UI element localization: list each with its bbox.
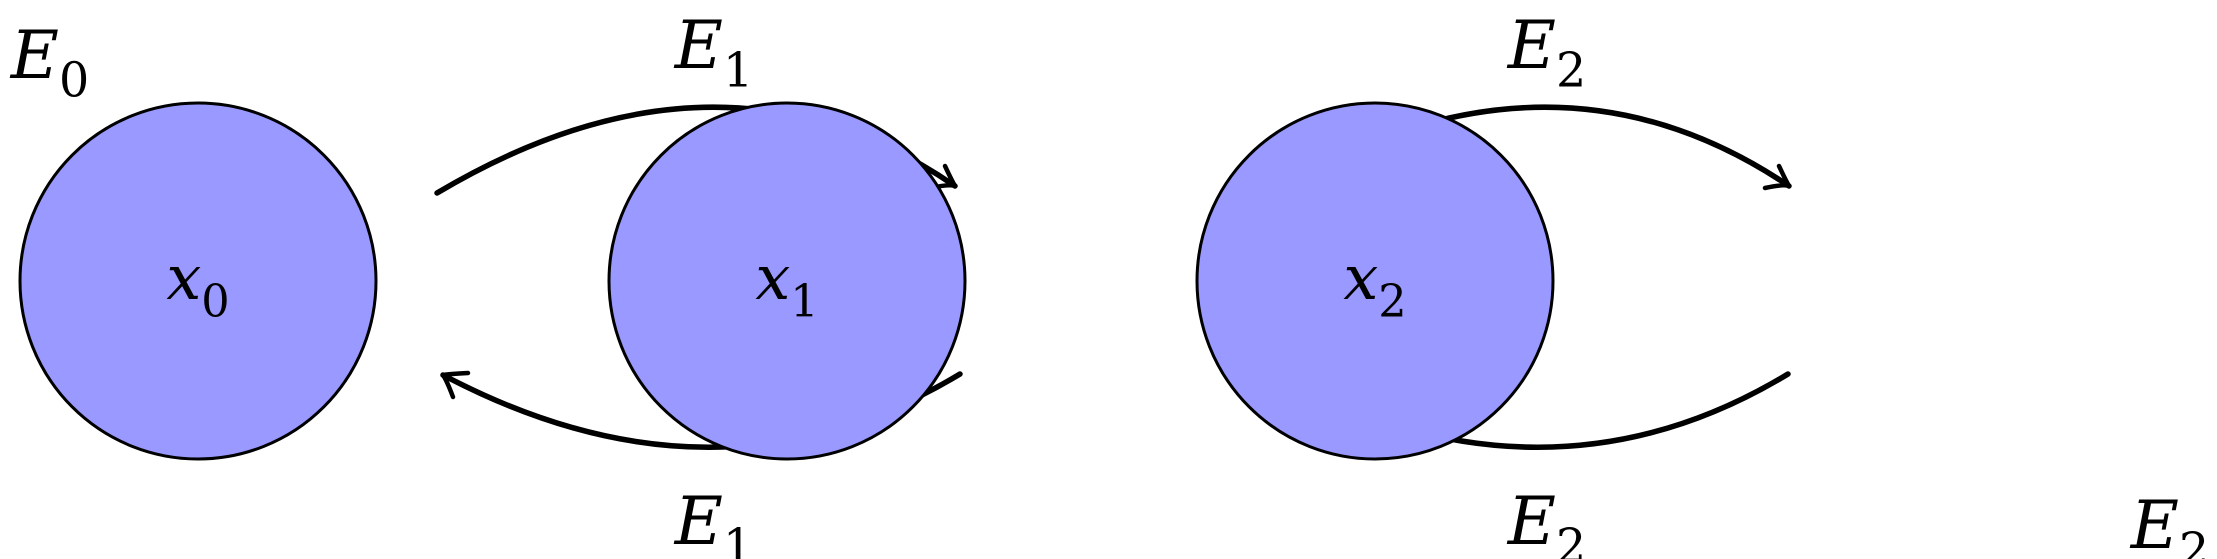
node-x1-label-symbol: x — [755, 241, 790, 314]
corner-label-0-subscript: 0 — [59, 53, 89, 108]
node-x1: x1 — [607, 101, 967, 461]
edge-x0-x1-arrowhead — [928, 163, 958, 191]
node-x0-label-subscript: 0 — [201, 275, 229, 327]
node-x1-circle — [607, 101, 967, 461]
edge-x1-x0-label-subscript: 1 — [723, 519, 753, 559]
edge-x2-x1-label: E2 — [1507, 483, 1586, 559]
node-x2-label-subscript: 2 — [1378, 275, 1406, 327]
node-x2-circle — [1195, 101, 1555, 461]
node-x0-label-symbol: x — [166, 241, 201, 314]
edge-x1-x0-label: E1 — [674, 483, 753, 559]
node-x0-circle — [18, 101, 378, 461]
node-x0: x0 — [18, 101, 378, 461]
edge-x1-x0-arrowhead — [440, 370, 471, 400]
node-x1-label-subscript: 1 — [790, 275, 818, 327]
node-x2-label-symbol: x — [1343, 241, 1378, 314]
edge-x1-x2-arrowhead — [1762, 163, 1792, 191]
edge-x1-x2-label-symbol: E — [1507, 7, 1556, 84]
corner-label-0: E0 — [10, 17, 89, 108]
edge-x0-x1-label: E1 — [674, 7, 753, 98]
edge-x2-x1-label-subscript: 2 — [1556, 519, 1586, 559]
corner-label-1-subscript: 2 — [2179, 523, 2209, 559]
edge-x1-x0-label-symbol: E — [674, 483, 723, 559]
corner-label-0-symbol: E — [10, 17, 59, 94]
node-x2-label: x2 — [1343, 241, 1406, 327]
corner-label-1: E2 — [2130, 487, 2209, 559]
edge-x2-x1-label-symbol: E — [1507, 483, 1556, 559]
edge-x0-x1-label-subscript: 1 — [723, 43, 753, 98]
node-x2: x2 — [1195, 101, 1555, 461]
edge-x1-x2-label: E2 — [1507, 7, 1586, 98]
node-x0-label: x0 — [166, 241, 229, 327]
node-x1-label: x1 — [755, 241, 818, 327]
corner-label-1-symbol: E — [2130, 487, 2179, 559]
edge-x1-x2-label-subscript: 2 — [1556, 43, 1586, 98]
edge-x0-x1-label-symbol: E — [674, 7, 723, 84]
